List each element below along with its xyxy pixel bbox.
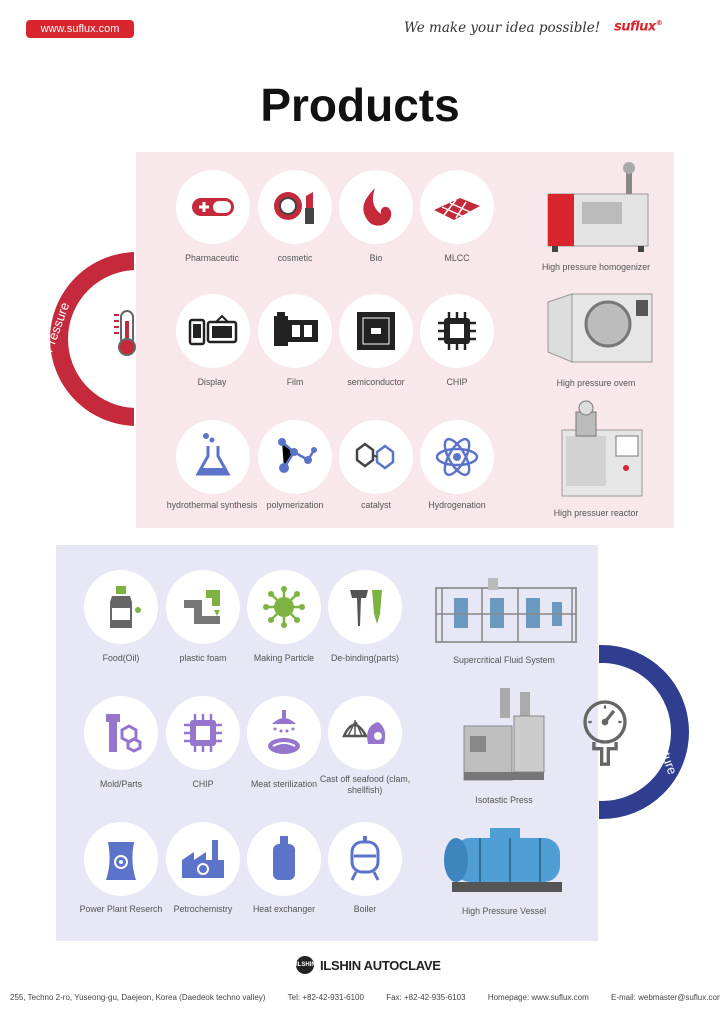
catalyst-icon xyxy=(339,420,413,494)
display-icon xyxy=(176,294,250,368)
film-icon xyxy=(258,294,332,368)
equipment-label: High Pressure Vessel xyxy=(461,906,547,916)
item-label: MLCC xyxy=(444,253,470,263)
company-logo: ILSHIN ILSHIN AUTOCLAVE xyxy=(296,956,441,974)
equipment-label: Supercritical Fluid System xyxy=(453,655,555,665)
bio-icon xyxy=(339,170,413,244)
item-label: Display xyxy=(197,377,227,387)
page-title: Products xyxy=(260,79,460,131)
supercritical-system-image xyxy=(432,574,580,646)
equipment-label: High pressure ovem xyxy=(556,378,636,388)
item-label: semiconductor xyxy=(347,377,405,387)
brand-logo: suflux® xyxy=(614,19,663,35)
reactor-image xyxy=(554,400,650,500)
boiler-icon xyxy=(328,822,402,896)
item-label: cosmetic xyxy=(277,253,313,263)
item-label: Mold/Parts xyxy=(99,779,143,789)
atom-icon xyxy=(420,420,494,494)
company-name: ILSHIN AUTOCLAVE xyxy=(320,957,441,973)
item-label: plastic foam xyxy=(179,653,227,663)
footer-contact: 255, Techno 2-ro, Yuseong-gu, Daejeon, K… xyxy=(0,993,720,1002)
item-label: Meat sterilization xyxy=(250,779,317,789)
flask-icon xyxy=(176,420,250,494)
item-label: Heat exchanger xyxy=(252,904,316,914)
item-label: Food(Oil) xyxy=(102,653,140,663)
item-label: catalyst xyxy=(361,500,391,510)
slogan: We make your idea possible! xyxy=(404,20,601,36)
tank-icon xyxy=(247,822,321,896)
website-url-badge[interactable]: www.suflux.com xyxy=(26,20,134,38)
oven-image xyxy=(544,290,654,368)
bolt-nut-icon xyxy=(84,696,158,770)
footer-homepage[interactable]: Homepage: www.suflux.com xyxy=(487,993,589,1002)
gauge-icon xyxy=(568,690,642,774)
item-label: hydrothermal synthesis xyxy=(166,500,258,510)
shell-icon xyxy=(328,696,402,770)
mlcc-icon xyxy=(420,170,494,244)
item-label: Power Plant Reserch xyxy=(79,904,163,914)
factory-icon xyxy=(166,822,240,896)
item-label: Bio xyxy=(369,253,383,263)
pipe-icon xyxy=(166,570,240,644)
item-label: polymerization xyxy=(266,500,324,510)
molecule-icon xyxy=(258,420,332,494)
thermometer-icon xyxy=(90,295,164,369)
homogenizer-image xyxy=(542,158,654,254)
shower-meat-icon xyxy=(247,696,321,770)
item-label: Film xyxy=(286,377,304,387)
isostatic-press-image xyxy=(458,686,550,786)
particle-icon xyxy=(247,570,321,644)
item-label: Boiler xyxy=(353,904,377,914)
chip-icon xyxy=(166,696,240,770)
item-label: Petrochemistry xyxy=(173,904,233,914)
screw-icon xyxy=(328,570,402,644)
item-label: CHIP xyxy=(192,779,214,789)
item-label: CHIP xyxy=(446,377,468,387)
item-label: Pharmaceutic xyxy=(185,253,239,263)
footer-tel: Tel: +82-42-931-6100 xyxy=(287,993,364,1002)
item-label: Cast off seafood (clam, shellfish) xyxy=(319,774,411,795)
item-label: Making Particle xyxy=(253,653,315,663)
oil-bottle-icon xyxy=(84,570,158,644)
equipment-label: Isotastic Press xyxy=(475,795,533,805)
footer-fax: Fax: +82-42-935-6103 xyxy=(386,993,466,1002)
footer-address: 255, Techno 2-ro, Yuseong-gu, Daejeon, K… xyxy=(10,993,266,1002)
equipment-label: High pressure homogenizer xyxy=(541,262,651,272)
pressure-vessel-image xyxy=(440,824,570,900)
capsule-icon xyxy=(176,170,250,244)
chip-icon xyxy=(420,294,494,368)
cosmetic-icon xyxy=(258,170,332,244)
semiconductor-icon xyxy=(339,294,413,368)
company-logo-mark: ILSHIN xyxy=(296,956,316,974)
item-label: De-binding(parts) xyxy=(331,653,399,663)
footer-email[interactable]: E-mail: webmaster@suflux.com xyxy=(610,993,720,1002)
item-label: Hydrogenation xyxy=(428,500,486,510)
power-plant-icon xyxy=(84,822,158,896)
equipment-label: High pressuer reactor xyxy=(553,508,639,518)
